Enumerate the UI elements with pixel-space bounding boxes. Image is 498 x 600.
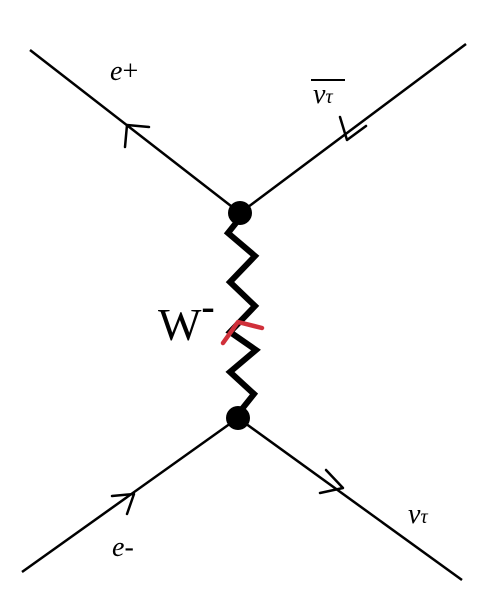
antineutrino-arrow-icon [338, 115, 368, 142]
neutrino-line [237, 416, 463, 582]
antineutrino-line [239, 42, 467, 215]
positron-line [29, 49, 241, 214]
positron-arrow-icon [123, 123, 151, 149]
red-annotation-mark [220, 319, 265, 346]
antineutrino-label: vτ [311, 79, 345, 110]
lower-vertex [226, 406, 250, 430]
neutrino-label: vτ [408, 499, 428, 530]
upper-vertex [228, 201, 252, 225]
positron-label: e+ [110, 56, 138, 87]
electron-arrow-icon [110, 492, 136, 516]
w-boson-propagator [223, 215, 261, 417]
electron-label: e- [112, 532, 134, 563]
w-boson-label: W- [158, 284, 215, 350]
svg-text:vτ: vτ [313, 79, 333, 110]
neutrino-arrow-icon [318, 468, 345, 495]
